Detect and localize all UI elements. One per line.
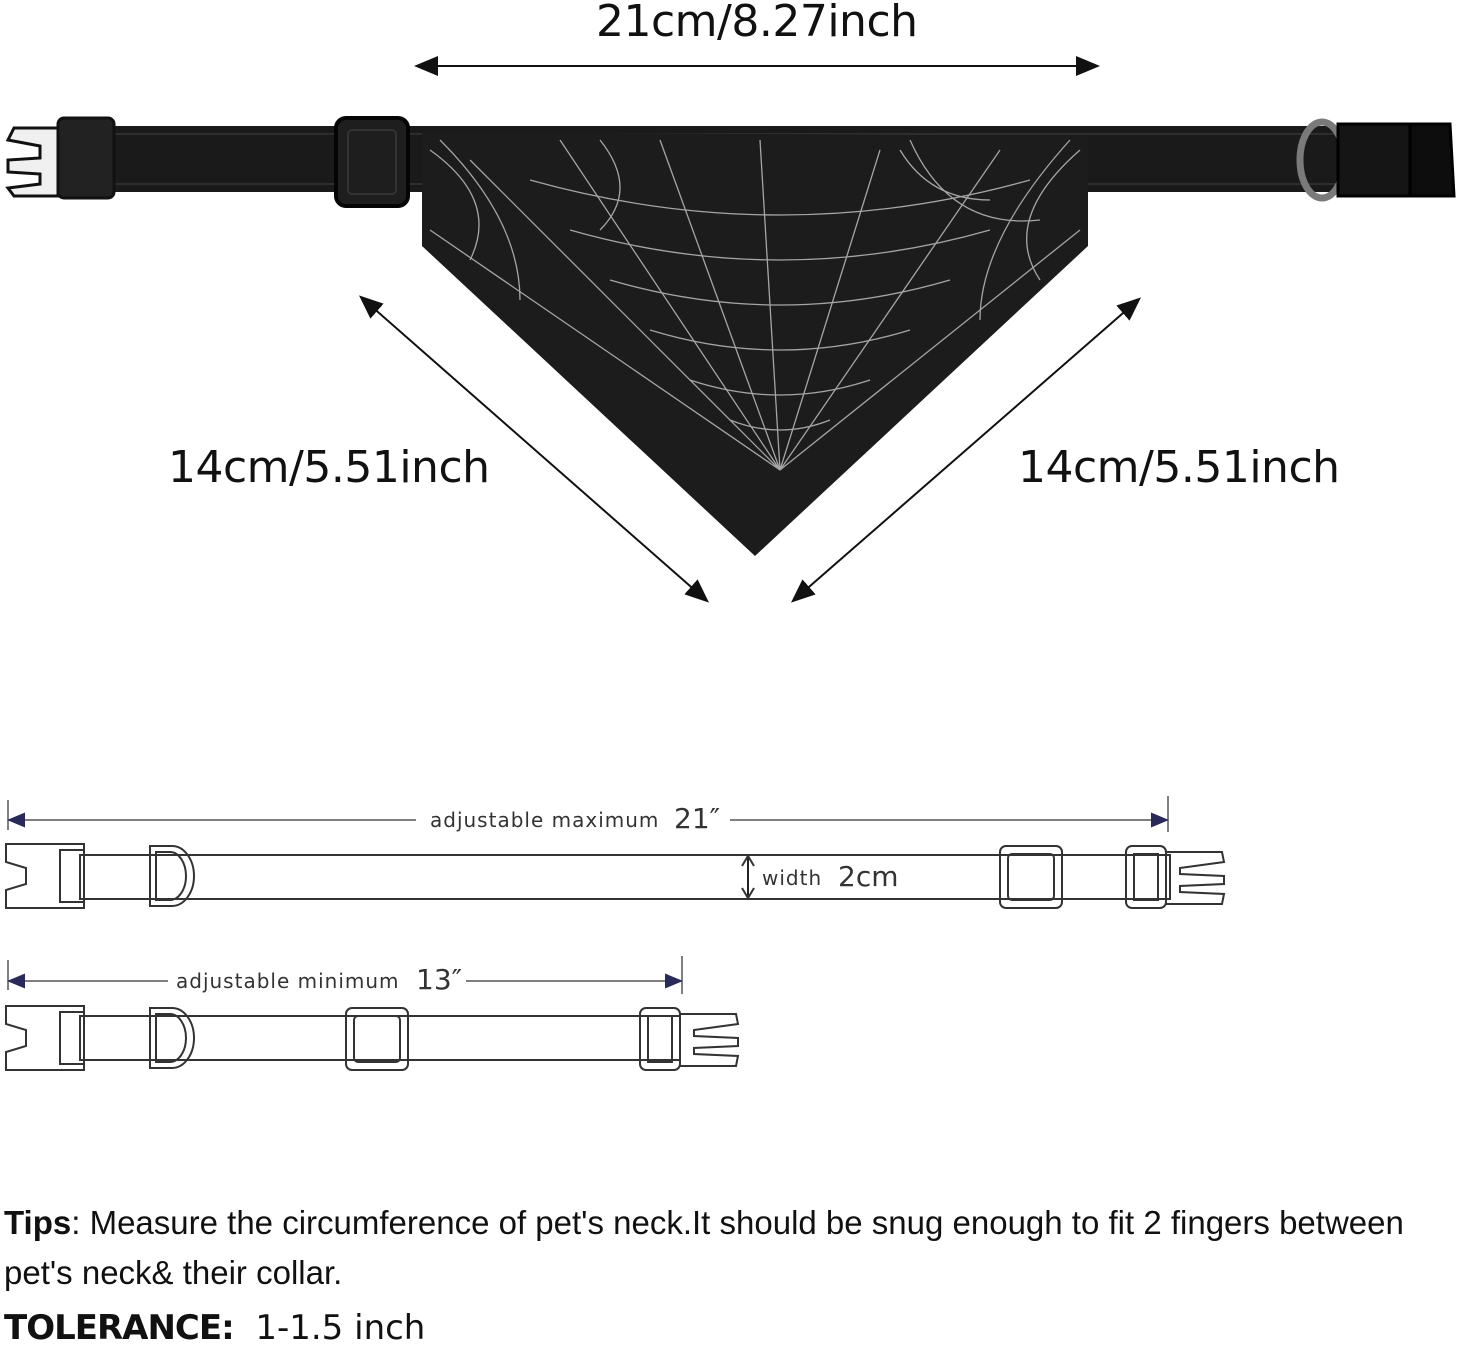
min-slider-icon xyxy=(345,1007,409,1071)
tips-paragraph: Tips: Measure the circumference of pet's… xyxy=(4,1198,1444,1298)
left-buckle-icon xyxy=(5,116,116,200)
tips-text: : Measure the circumference of pet's nec… xyxy=(4,1204,1404,1291)
max-female-buckle-icon xyxy=(5,843,85,909)
tips-heading: Tips xyxy=(4,1204,72,1241)
left-side-arrow xyxy=(358,295,710,603)
collar-size-diagram xyxy=(5,796,1226,1071)
right-side-label: 14cm/5.51inch xyxy=(1018,442,1340,493)
tolerance-line: TOLERANCE: 1-1.5 inch xyxy=(4,1308,425,1348)
max-length-label: adjustable maximum xyxy=(430,808,660,832)
right-side-arrow xyxy=(790,297,1142,603)
collar-width-value: 2cm xyxy=(838,860,899,893)
min-d-ring-icon xyxy=(149,1007,195,1069)
collar-width-label: width xyxy=(762,866,823,890)
min-length-label: adjustable minimum xyxy=(176,969,400,993)
max-slider-icon xyxy=(999,845,1063,909)
top-width-label: 21cm/8.27inch xyxy=(596,0,918,47)
max-male-buckle-icon xyxy=(1125,845,1167,909)
max-d-ring-icon xyxy=(149,845,195,907)
bandana-collar-illustration xyxy=(5,56,1456,603)
right-buckle-icon xyxy=(1336,122,1456,198)
min-male-buckle-icon xyxy=(639,1007,681,1071)
min-female-buckle-icon xyxy=(5,1005,85,1071)
max-length-value: 21″ xyxy=(674,802,721,835)
strap-slider-icon xyxy=(334,116,410,208)
tolerance-value: 1-1.5 inch xyxy=(255,1308,426,1348)
left-side-label: 14cm/5.51inch xyxy=(168,442,490,493)
min-length-value: 13″ xyxy=(416,963,463,996)
tolerance-heading: TOLERANCE: xyxy=(4,1308,235,1348)
